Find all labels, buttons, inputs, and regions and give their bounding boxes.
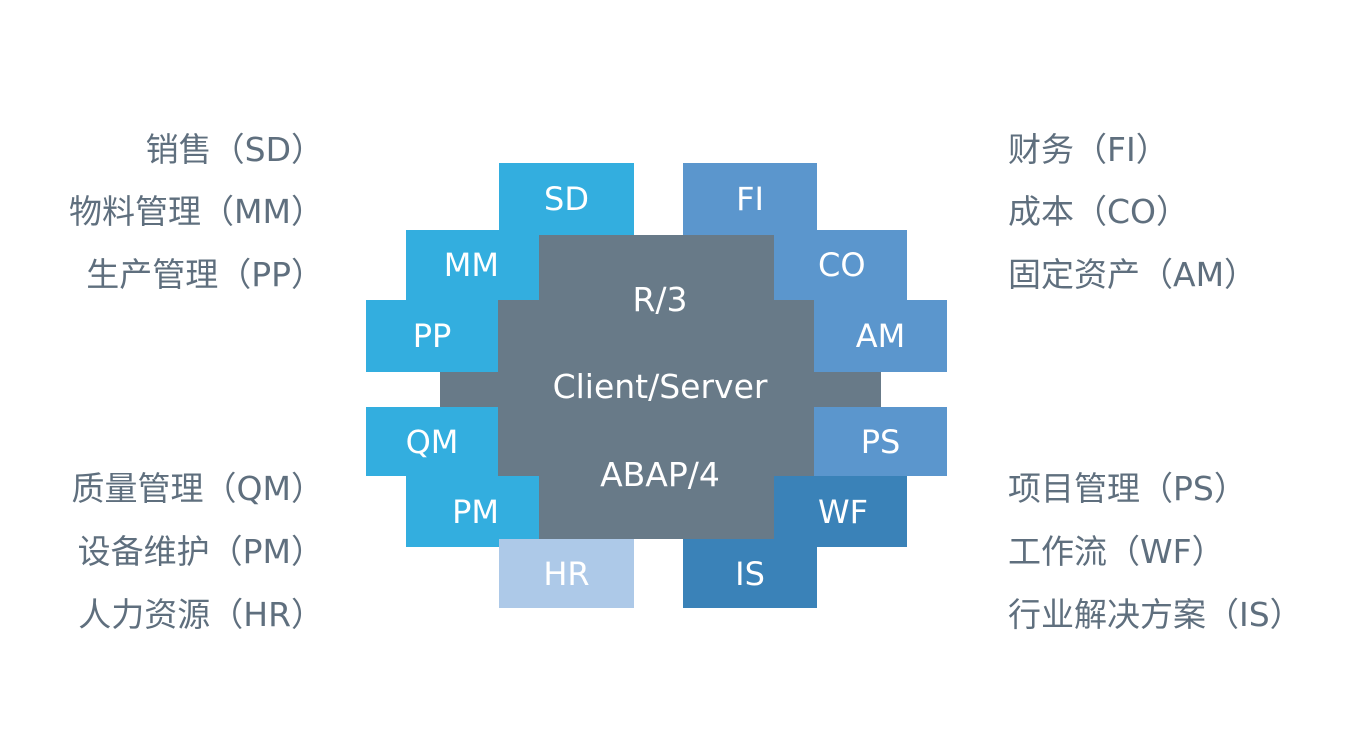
module-am: AM xyxy=(814,300,947,372)
label-finance-fi: 财务（FI） xyxy=(1008,130,1169,169)
module-fi: FI xyxy=(683,163,817,235)
core-r3-text: R/3 xyxy=(632,280,688,319)
core-abap-text: ABAP/4 xyxy=(600,455,720,494)
module-ps: PS xyxy=(814,407,947,476)
label-assets-am: 固定资产（AM） xyxy=(1008,255,1258,294)
module-pm: PM xyxy=(406,476,539,547)
label-workflow-wf: 工作流（WF） xyxy=(1008,532,1225,571)
label-industry-is: 行业解决方案（IS） xyxy=(1008,595,1303,634)
module-wf: WF xyxy=(774,476,907,547)
module-pp: PP xyxy=(366,300,498,372)
label-sales-sd: 销售（SD） xyxy=(145,130,324,169)
label-production-pp: 生产管理（PP） xyxy=(86,255,324,294)
module-is: IS xyxy=(683,539,817,608)
label-maintenance-pm: 设备维护（PM） xyxy=(77,532,324,571)
module-mm: MM xyxy=(406,230,539,300)
label-project-ps: 项目管理（PS） xyxy=(1008,469,1247,508)
label-cost-co: 成本（CO） xyxy=(1008,192,1190,231)
label-materials-mm: 物料管理（MM） xyxy=(69,192,324,231)
module-co: CO xyxy=(774,230,907,300)
module-hr: HR xyxy=(499,539,634,608)
core-client-server-text: Client/Server xyxy=(552,367,768,406)
core-bar xyxy=(440,372,881,407)
label-hr: 人力资源（HR） xyxy=(78,595,324,634)
module-sd: SD xyxy=(499,163,634,235)
module-qm: QM xyxy=(366,407,498,476)
label-quality-qm: 质量管理（QM） xyxy=(71,469,324,508)
